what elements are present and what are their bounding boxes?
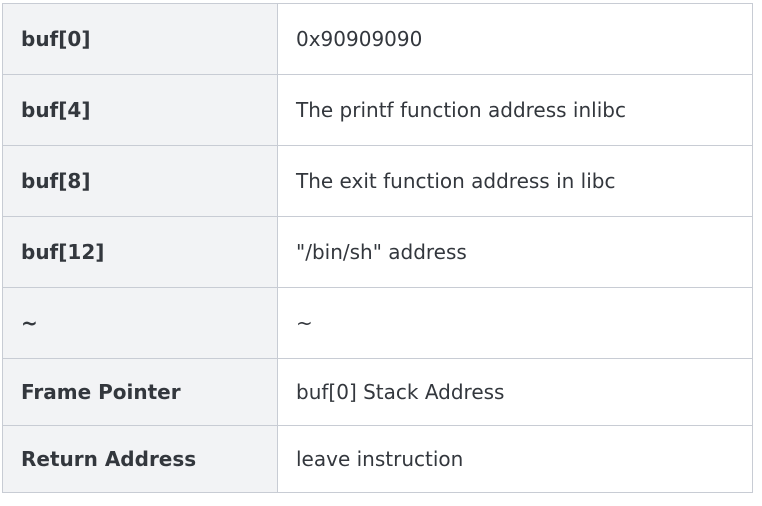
memory-location-cell: Frame Pointer	[2, 358, 278, 426]
table-row: ~~	[2, 287, 753, 359]
memory-location-cell: buf[4]	[2, 74, 278, 146]
table-row: buf[8]The exit function address in libc	[2, 145, 753, 217]
table-row: buf[12]"/bin/sh" address	[2, 216, 753, 288]
memory-location-cell: buf[0]	[2, 3, 278, 75]
memory-content-cell: The exit function address in libc	[277, 145, 753, 217]
memory-location-cell: ~	[2, 287, 278, 359]
memory-content-cell: leave instruction	[277, 425, 753, 493]
table-row: buf[4]The printf function address inlibc	[2, 74, 753, 146]
memory-location-cell: buf[12]	[2, 216, 278, 288]
memory-content-cell: ~	[277, 287, 753, 359]
memory-content-cell: 0x90909090	[277, 3, 753, 75]
memory-content-cell: buf[0] Stack Address	[277, 358, 753, 426]
memory-content-cell: "/bin/sh" address	[277, 216, 753, 288]
memory-location-cell: Return Address	[2, 425, 278, 493]
memory-content-cell: The printf function address inlibc	[277, 74, 753, 146]
table-row: buf[0]0x90909090	[2, 3, 753, 75]
memory-location-cell: buf[8]	[2, 145, 278, 217]
